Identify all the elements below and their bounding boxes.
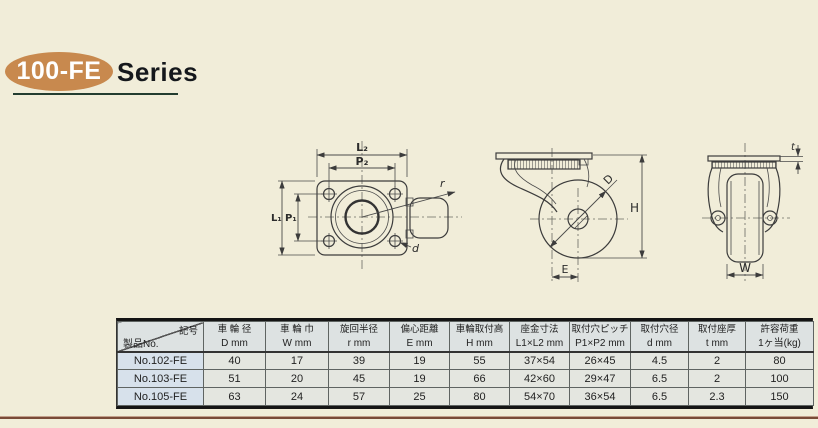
dim-label-p2: P₂ bbox=[356, 155, 369, 168]
value-cell: 42×60 bbox=[509, 369, 570, 388]
series-badge: 100-FE bbox=[5, 52, 113, 91]
value-cell: 17 bbox=[265, 351, 329, 370]
value-cell: 20 bbox=[265, 369, 329, 388]
value-cell: 100 bbox=[745, 369, 814, 388]
table-corner-cell: 記号 製品No. bbox=[117, 321, 204, 352]
value-cell: 80 bbox=[745, 351, 814, 370]
table-row: No.103-FE 51 20 45 19 66 42×60 29×47 6.5… bbox=[117, 369, 814, 388]
front-view-drawing: t W bbox=[702, 142, 803, 281]
product-no-cell: No.105-FE bbox=[117, 387, 204, 406]
value-cell: 2 bbox=[688, 351, 746, 370]
dim-label-l1: L₁ bbox=[271, 213, 282, 224]
table-row: No.105-FE 63 24 57 25 80 54×70 36×54 6.5… bbox=[117, 387, 814, 406]
top-view-dimensions: L₂ P₂ L₁ P₁ r d bbox=[271, 141, 456, 256]
value-cell: 2.3 bbox=[688, 387, 746, 406]
dim-label-E: E bbox=[562, 263, 569, 276]
series-badge-label: 100-FE bbox=[16, 57, 102, 85]
corner-label-symbol: 記号 bbox=[178, 326, 198, 337]
front-view-dimensions: t W bbox=[726, 142, 803, 279]
top-view-plate bbox=[316, 180, 408, 256]
value-cell: 57 bbox=[328, 387, 390, 406]
dim-label-t: t bbox=[791, 142, 796, 153]
value-cell: 150 bbox=[745, 387, 814, 406]
dim-label-d: d bbox=[412, 242, 420, 255]
dim-label-l2: L₂ bbox=[356, 141, 368, 154]
value-cell: 55 bbox=[449, 351, 510, 370]
product-no-cell: No.103-FE bbox=[117, 369, 204, 388]
value-cell: 29×47 bbox=[569, 369, 631, 388]
top-view-wheel bbox=[405, 197, 449, 239]
title-underline bbox=[13, 93, 178, 95]
value-cell: 66 bbox=[449, 369, 510, 388]
value-cell: 36×54 bbox=[569, 387, 631, 406]
value-cell: 6.5 bbox=[630, 369, 689, 388]
value-cell: 54×70 bbox=[509, 387, 570, 406]
front-view-body bbox=[707, 155, 781, 263]
value-cell: 40 bbox=[203, 351, 266, 370]
value-cell: 6.5 bbox=[630, 387, 689, 406]
side-view-body bbox=[495, 152, 618, 259]
value-cell: 80 bbox=[449, 387, 510, 406]
dim-label-H: H bbox=[630, 201, 639, 215]
side-view-drawing: D H E bbox=[495, 148, 647, 282]
value-cell: 51 bbox=[203, 369, 266, 388]
value-cell: 45 bbox=[328, 369, 390, 388]
value-cell: 24 bbox=[265, 387, 329, 406]
dim-label-r: r bbox=[440, 177, 446, 190]
top-view-drawing: L₂ P₂ L₁ P₁ r d bbox=[271, 141, 462, 269]
value-cell: 19 bbox=[389, 351, 450, 370]
value-cell: 2 bbox=[688, 369, 746, 388]
table-row: No.102-FE 40 17 39 19 55 37×54 26×45 4.5… bbox=[117, 351, 814, 370]
value-cell: 26×45 bbox=[569, 351, 631, 370]
value-cell: 25 bbox=[389, 387, 450, 406]
value-cell: 19 bbox=[389, 369, 450, 388]
side-view-dimensions: D H E bbox=[549, 154, 647, 280]
series-word: Series bbox=[117, 57, 199, 87]
value-cell: 63 bbox=[203, 387, 266, 406]
bottom-rule bbox=[0, 416, 818, 419]
corner-label-product-no: 製品No. bbox=[123, 338, 159, 350]
value-cell: 37×54 bbox=[509, 351, 570, 370]
dim-label-p1: P₁ bbox=[285, 213, 297, 224]
value-cell: 4.5 bbox=[630, 351, 689, 370]
dim-label-W: W bbox=[739, 261, 751, 275]
top-view-centerlines bbox=[308, 141, 462, 269]
product-no-cell: No.102-FE bbox=[117, 351, 204, 370]
value-cell: 39 bbox=[328, 351, 390, 370]
dim-label-D: D bbox=[601, 172, 616, 187]
